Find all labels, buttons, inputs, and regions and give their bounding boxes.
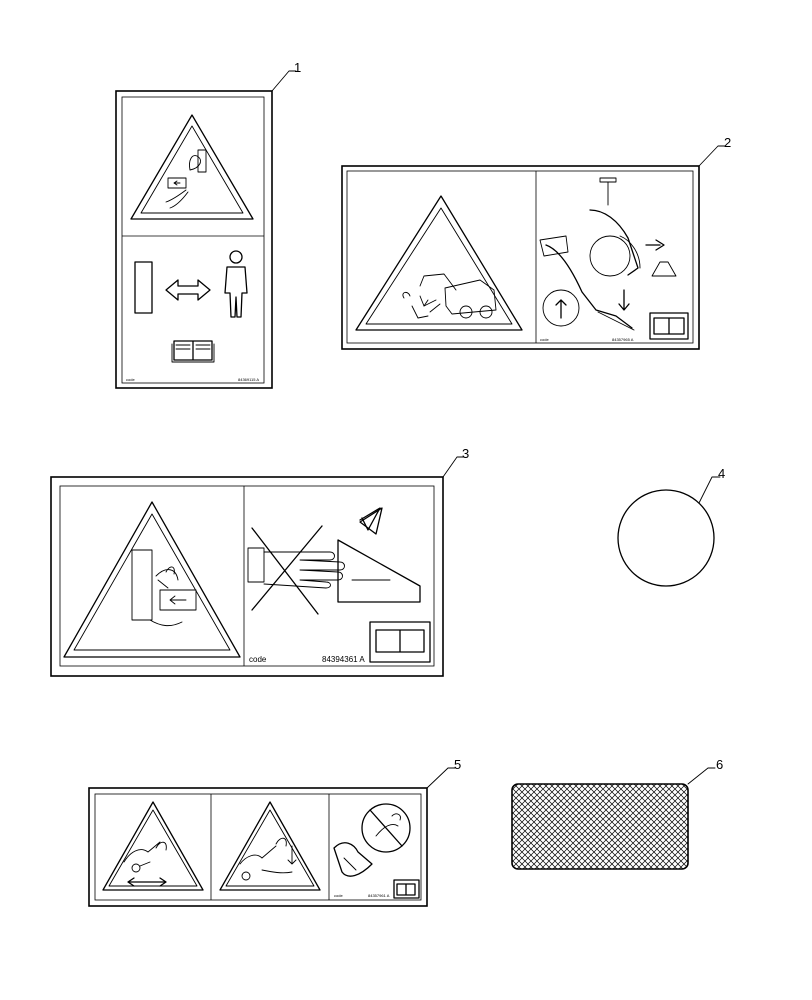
decal-5[interactable]: code 84357961 A 5 [88,757,461,907]
decal-2-part-number: 84357965 A [612,337,634,342]
decal-5-brand: code [334,893,343,898]
person-icon [224,250,248,318]
round-decal-4[interactable]: 4 [617,466,725,587]
no-hands-icon [247,525,345,615]
no-access-zone-icon [337,507,421,603]
decal-3-part-number: 84394361 A [322,655,365,664]
decal-3-brand: code [249,655,267,664]
decal-3[interactable]: code 84394361 A 3 [50,446,469,677]
double-arrow-icon [165,279,211,301]
operator-manual-icon [649,312,689,340]
decal-5-part-number: 84357961 A [368,893,390,898]
machine-silhouette-icon [134,261,153,314]
callout-6: 6 [716,757,723,772]
decal-2[interactable]: code 84357965 A 2 [341,135,731,350]
warning-triangle-icon [102,801,204,891]
decal-1-part-number: 84369115 A [238,377,259,382]
operator-manual-icon [393,879,420,899]
callout-4: 4 [718,466,725,481]
callout-1: 1 [294,60,301,75]
reflective-pad-6[interactable]: 6 [511,757,723,870]
callout-2: 2 [724,135,731,150]
operator-manual-icon [369,621,431,663]
callout-3: 3 [462,446,469,461]
no-riders-icon [333,803,411,877]
loader-bucket-icon [539,177,677,331]
decal-1[interactable]: code 84369115 A 1 [115,60,301,389]
decal-2-brand: code [540,337,549,342]
callout-5: 5 [454,757,461,772]
warning-triangle-icon [130,114,254,220]
warning-triangle-icon [63,501,241,658]
decal-1-brand: code [126,377,135,382]
operator-manual-icon [171,340,215,363]
warning-triangle-icon [355,195,523,331]
warning-triangle-icon [219,801,321,891]
